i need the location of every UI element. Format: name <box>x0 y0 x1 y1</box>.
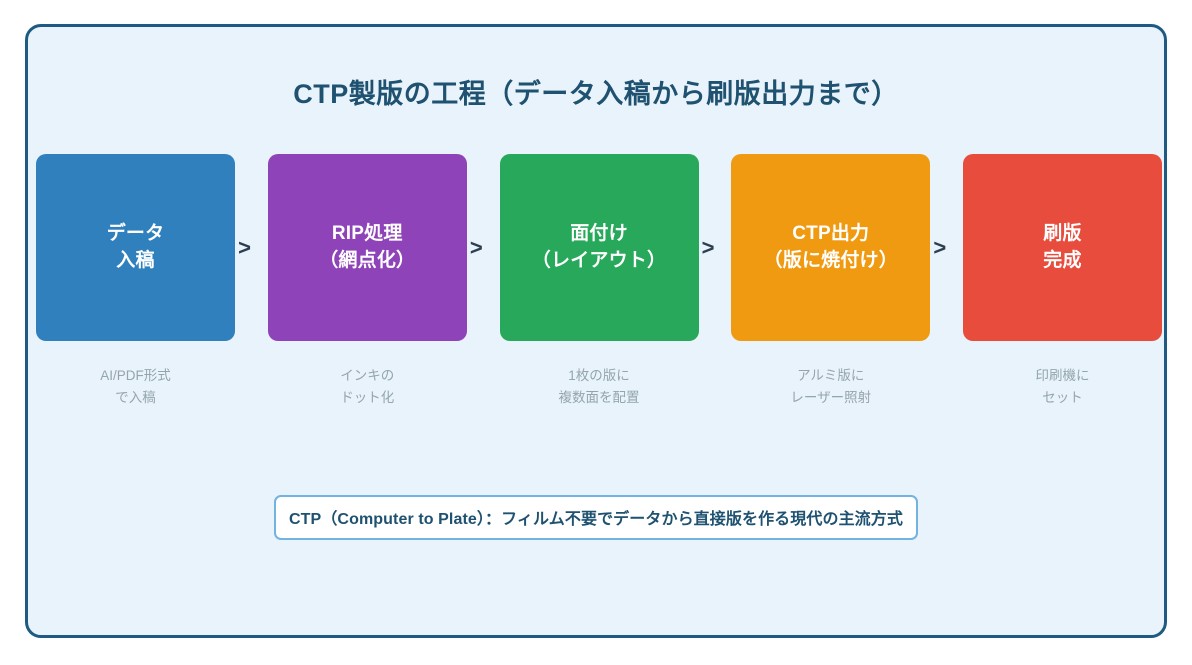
process-step-caption-4: アルミ版に レーザー照射 <box>790 368 872 406</box>
diagram-title: CTP製版の工程（データ入稿から刷版出力まで） <box>293 79 899 109</box>
footnote-badge: CTP（Computer to Plate）：フィルム不要でデータから直接版を作… <box>274 495 918 540</box>
process-step-caption-5: 印刷機に セット <box>1035 368 1090 406</box>
process-step-2[interactable]: RIP処理 （網点化） > <box>267 154 483 341</box>
process-step-caption-1: AI/PDF形式 で入稿 <box>100 368 171 406</box>
footnote-container: CTP（Computer to Plate）：フィルム不要でデータから直接版を作… <box>28 495 1164 540</box>
process-step-label: 刷版 完成 <box>1043 222 1082 271</box>
process-step-caption-2: インキの ドット化 <box>340 368 395 406</box>
process-step-label: 面付け （レイアウト） <box>531 222 667 271</box>
chevron-right-icon: > <box>238 234 251 260</box>
process-step-label: RIP処理 （網点化） <box>319 222 416 271</box>
process-caption-row: AI/PDF形式 で入稿 インキの ドット化 1枚の版に 複数面を配置 アルミ版に レ… <box>36 365 1162 410</box>
chevron-right-icon: > <box>469 234 483 260</box>
process-step-5[interactable]: 刷版 完成 <box>963 154 1162 341</box>
process-flow-row: データ 入稿>RIP処理 （網点化）>面付け （レイアウト）>CTP出力 （版に… <box>36 154 1162 341</box>
diagram-panel: CTP製版の工程（データ入稿から刷版出力まで） データ 入稿>RIP処理 （網点… <box>25 24 1167 638</box>
chevron-right-icon: > <box>933 234 947 260</box>
chevron-right-icon: > <box>701 234 715 260</box>
process-step-3[interactable]: 面付け （レイアウト） > <box>499 154 715 341</box>
process-step-1[interactable]: データ 入稿 > <box>36 154 251 341</box>
process-step-caption-3: 1枚の版に 複数面を配置 <box>558 368 640 406</box>
process-step-label: データ 入稿 <box>106 222 165 271</box>
process-step-label: CTP出力 （版に焼付け） <box>763 222 898 271</box>
process-step-4[interactable]: CTP出力 （版に焼付け） > <box>731 154 946 341</box>
